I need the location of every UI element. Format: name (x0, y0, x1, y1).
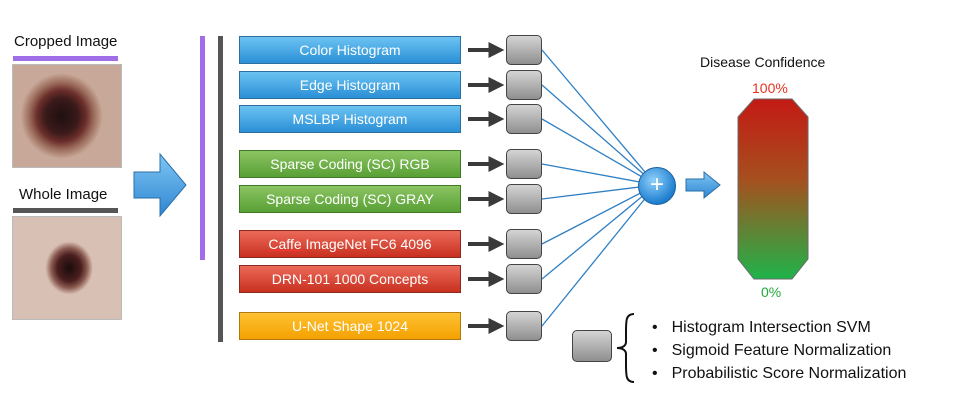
confidence-gauge (737, 98, 809, 280)
legend-svm-box (572, 330, 612, 362)
whole-features-bar (218, 36, 223, 342)
fusion-line (541, 184, 657, 245)
whole-lesion-image (12, 216, 122, 320)
svm-box (506, 311, 542, 341)
feature-sc-rgb: Sparse Coding (SC) RGB (239, 150, 461, 178)
feature-drn-101: DRN-101 1000 Concepts (239, 265, 461, 293)
feature-sc-gray: Sparse Coding (SC) GRAY (239, 185, 461, 213)
caffe-rest: ImageNet FC6 4096 (301, 236, 432, 252)
input-arrow-icon (133, 152, 187, 218)
feature-color-histogram: Color Histogram (239, 36, 461, 64)
confidence-bottom-label: 0% (761, 284, 782, 300)
fusion-plus-icon: + (638, 167, 676, 205)
crop-features-bar (200, 36, 205, 260)
cropped-image-label: Cropped Image (14, 33, 118, 50)
fusion-line (541, 184, 657, 200)
fusion-line (541, 184, 657, 280)
output-arrow-icon (685, 170, 721, 200)
legend-item: Histogram Intersection SVM (652, 316, 906, 339)
whole-image-bar (13, 208, 118, 213)
legend-item: Sigmoid Feature Normalization (652, 339, 906, 362)
legend-item: Probabilistic Score Normalization (652, 362, 907, 385)
legend-list: Histogram Intersection SVM Sigmoid Featu… (652, 316, 907, 385)
feature-unet-shape: U-Net Shape 1024 (239, 312, 461, 340)
fusion-line (541, 184, 657, 327)
feature-caffe-imagenet: Caffe ImageNet FC6 4096 (239, 230, 461, 258)
svm-box (506, 149, 542, 179)
feature-mslbp-histogram: MSLBP Histogram (239, 105, 461, 133)
feature-edge-histogram: Edge Histogram (239, 71, 461, 99)
fusion-line (541, 118, 657, 186)
svm-box (506, 104, 542, 134)
svm-box (506, 229, 542, 259)
fusion-line (541, 163, 657, 186)
svm-box (506, 35, 542, 65)
fusion-line (541, 84, 657, 186)
cropped-image-bar (13, 56, 118, 61)
cropped-lesion-image (12, 64, 122, 168)
confidence-top-label: 100% (752, 80, 788, 96)
legend-brace-icon (616, 313, 635, 383)
svm-box (506, 184, 542, 214)
confidence-title: Disease Confidence (700, 54, 826, 70)
caffe-word: Caffe (268, 236, 302, 252)
whole-image-label: Whole Image (19, 186, 108, 203)
svm-box (506, 264, 542, 294)
svm-box (506, 70, 542, 100)
fusion-line (541, 49, 657, 186)
